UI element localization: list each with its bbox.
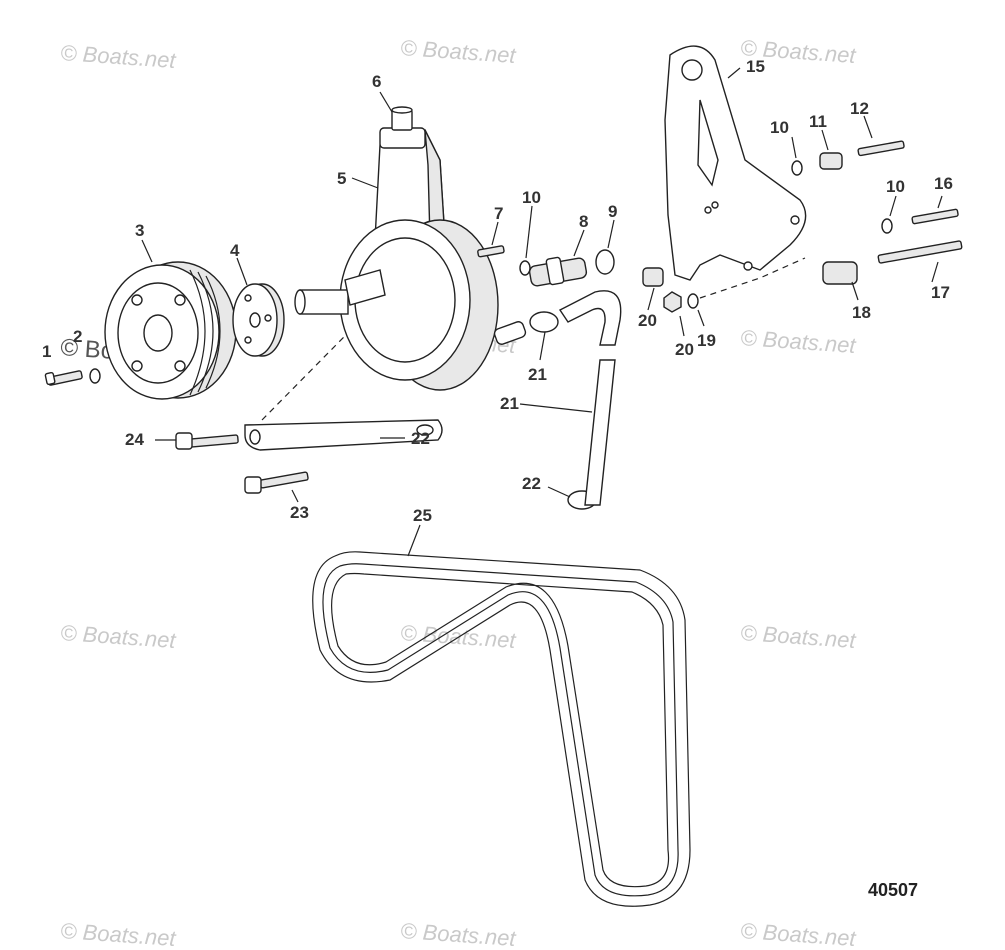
- callouts: 6 5 3 4 7 10 8 9 15 10 11 12 10 16 17 18…: [42, 57, 953, 525]
- callout-18: 20: [675, 340, 694, 359]
- callout-9: 9: [608, 202, 617, 221]
- bolt-part-12: [857, 140, 905, 157]
- washer-part-10: [881, 218, 893, 234]
- bolt-part-23: [244, 471, 309, 494]
- callout-21: 21: [500, 394, 519, 413]
- spacer-part-19: [642, 267, 664, 287]
- washer-part-17: [687, 293, 699, 309]
- reservoir-cap-part-6: [379, 106, 426, 149]
- callout-14: 16: [934, 174, 953, 193]
- brace-slot: [416, 424, 434, 436]
- watermark: © Boats.net: [60, 918, 178, 950]
- watermark: © Boats.net: [740, 918, 858, 950]
- callout-4: 4: [230, 241, 240, 260]
- callout-10-fitting: 10: [522, 188, 541, 207]
- screw-part-1: [44, 370, 83, 386]
- diagram-id: 40507: [868, 880, 918, 900]
- bracket-part-13: [664, 45, 807, 281]
- callout-2: 2: [73, 327, 82, 346]
- callout-8: 8: [579, 212, 588, 231]
- callout-11: 11: [809, 112, 827, 131]
- brace-part-22: [244, 419, 443, 451]
- fitting-part-8: [528, 256, 588, 287]
- callout-3: 3: [135, 221, 144, 240]
- watermark: © Boats.net: [60, 40, 178, 73]
- watermark: © Boats.net: [740, 620, 858, 653]
- callout-19: 20: [638, 311, 657, 330]
- watermark: © Boats.net: [60, 620, 178, 653]
- callout-20-upper: 21: [528, 365, 547, 384]
- callout-15: 17: [931, 283, 950, 302]
- spacer-part-11: [819, 152, 843, 170]
- callout-16: 18: [852, 303, 871, 322]
- hub-part-4: [232, 283, 285, 357]
- watermark: © Boats.net: [400, 35, 518, 68]
- bolt-part-24: [175, 432, 239, 450]
- spacer-part-16: [822, 261, 858, 285]
- leader-lines: [141, 67, 943, 557]
- stud-part-15: [877, 240, 963, 264]
- callout-13: 15: [746, 57, 765, 76]
- washer-part-2: [89, 368, 101, 384]
- callout-10-upper: 10: [770, 118, 789, 137]
- hose-part-21: [558, 290, 622, 506]
- callout-7: 7: [494, 204, 503, 223]
- callout-23: 23: [290, 503, 309, 522]
- callout-24: 24: [125, 430, 144, 449]
- callout-12: 12: [850, 99, 869, 118]
- callout-17: 19: [697, 331, 716, 350]
- callout-6: 6: [372, 72, 381, 91]
- o-ring-part-9: [595, 249, 615, 275]
- belt-part-25: [312, 551, 691, 907]
- stud-part-7: [477, 245, 505, 258]
- callout-25: 25: [413, 506, 432, 525]
- callout-10-lower: 10: [886, 177, 905, 196]
- callout-22: 22: [411, 429, 430, 448]
- callout-20-lower: 22: [522, 474, 541, 493]
- washer-part-10: [791, 160, 803, 176]
- pulley-part-3: [104, 261, 237, 400]
- watermark: © Boats.net: [400, 918, 518, 950]
- watermark: © Boats.net: [740, 325, 858, 358]
- callout-1: 1: [42, 342, 51, 361]
- bolt-part-14: [911, 208, 959, 225]
- power-steering-pump-part-5: [294, 129, 527, 391]
- washer-part-10: [519, 260, 531, 276]
- alignment-line: [261, 269, 411, 421]
- nut-part-18: [663, 291, 682, 313]
- callout-5: 5: [337, 169, 346, 188]
- brace-hole: [249, 429, 261, 445]
